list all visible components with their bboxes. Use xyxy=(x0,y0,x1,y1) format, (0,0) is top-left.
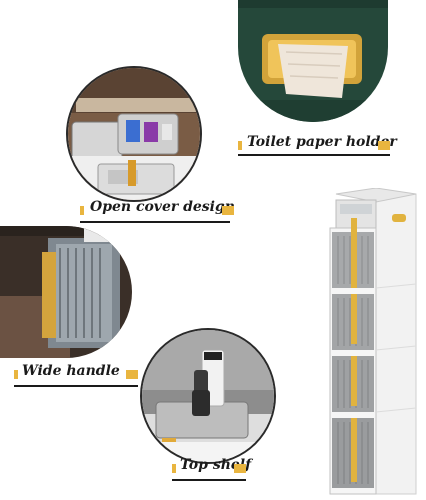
cabinet-icon xyxy=(329,187,417,495)
feature-label: Open cover design xyxy=(90,199,235,215)
shelf-icon xyxy=(142,330,274,462)
tissue-roll-icon xyxy=(238,0,388,122)
top-shelf-image xyxy=(140,328,276,464)
storage-cabinet-image xyxy=(318,187,422,496)
handle-icon xyxy=(0,226,132,358)
feature-label: Wide handle xyxy=(22,363,120,379)
wide-handle-image xyxy=(0,226,132,358)
toilet-paper-holder-image xyxy=(238,0,388,122)
open-drawer-icon xyxy=(68,68,200,200)
feature-label: Toilet paper holder xyxy=(247,134,397,150)
feature-label: Top shelf xyxy=(180,457,252,473)
open-cover-design-image xyxy=(66,66,202,202)
